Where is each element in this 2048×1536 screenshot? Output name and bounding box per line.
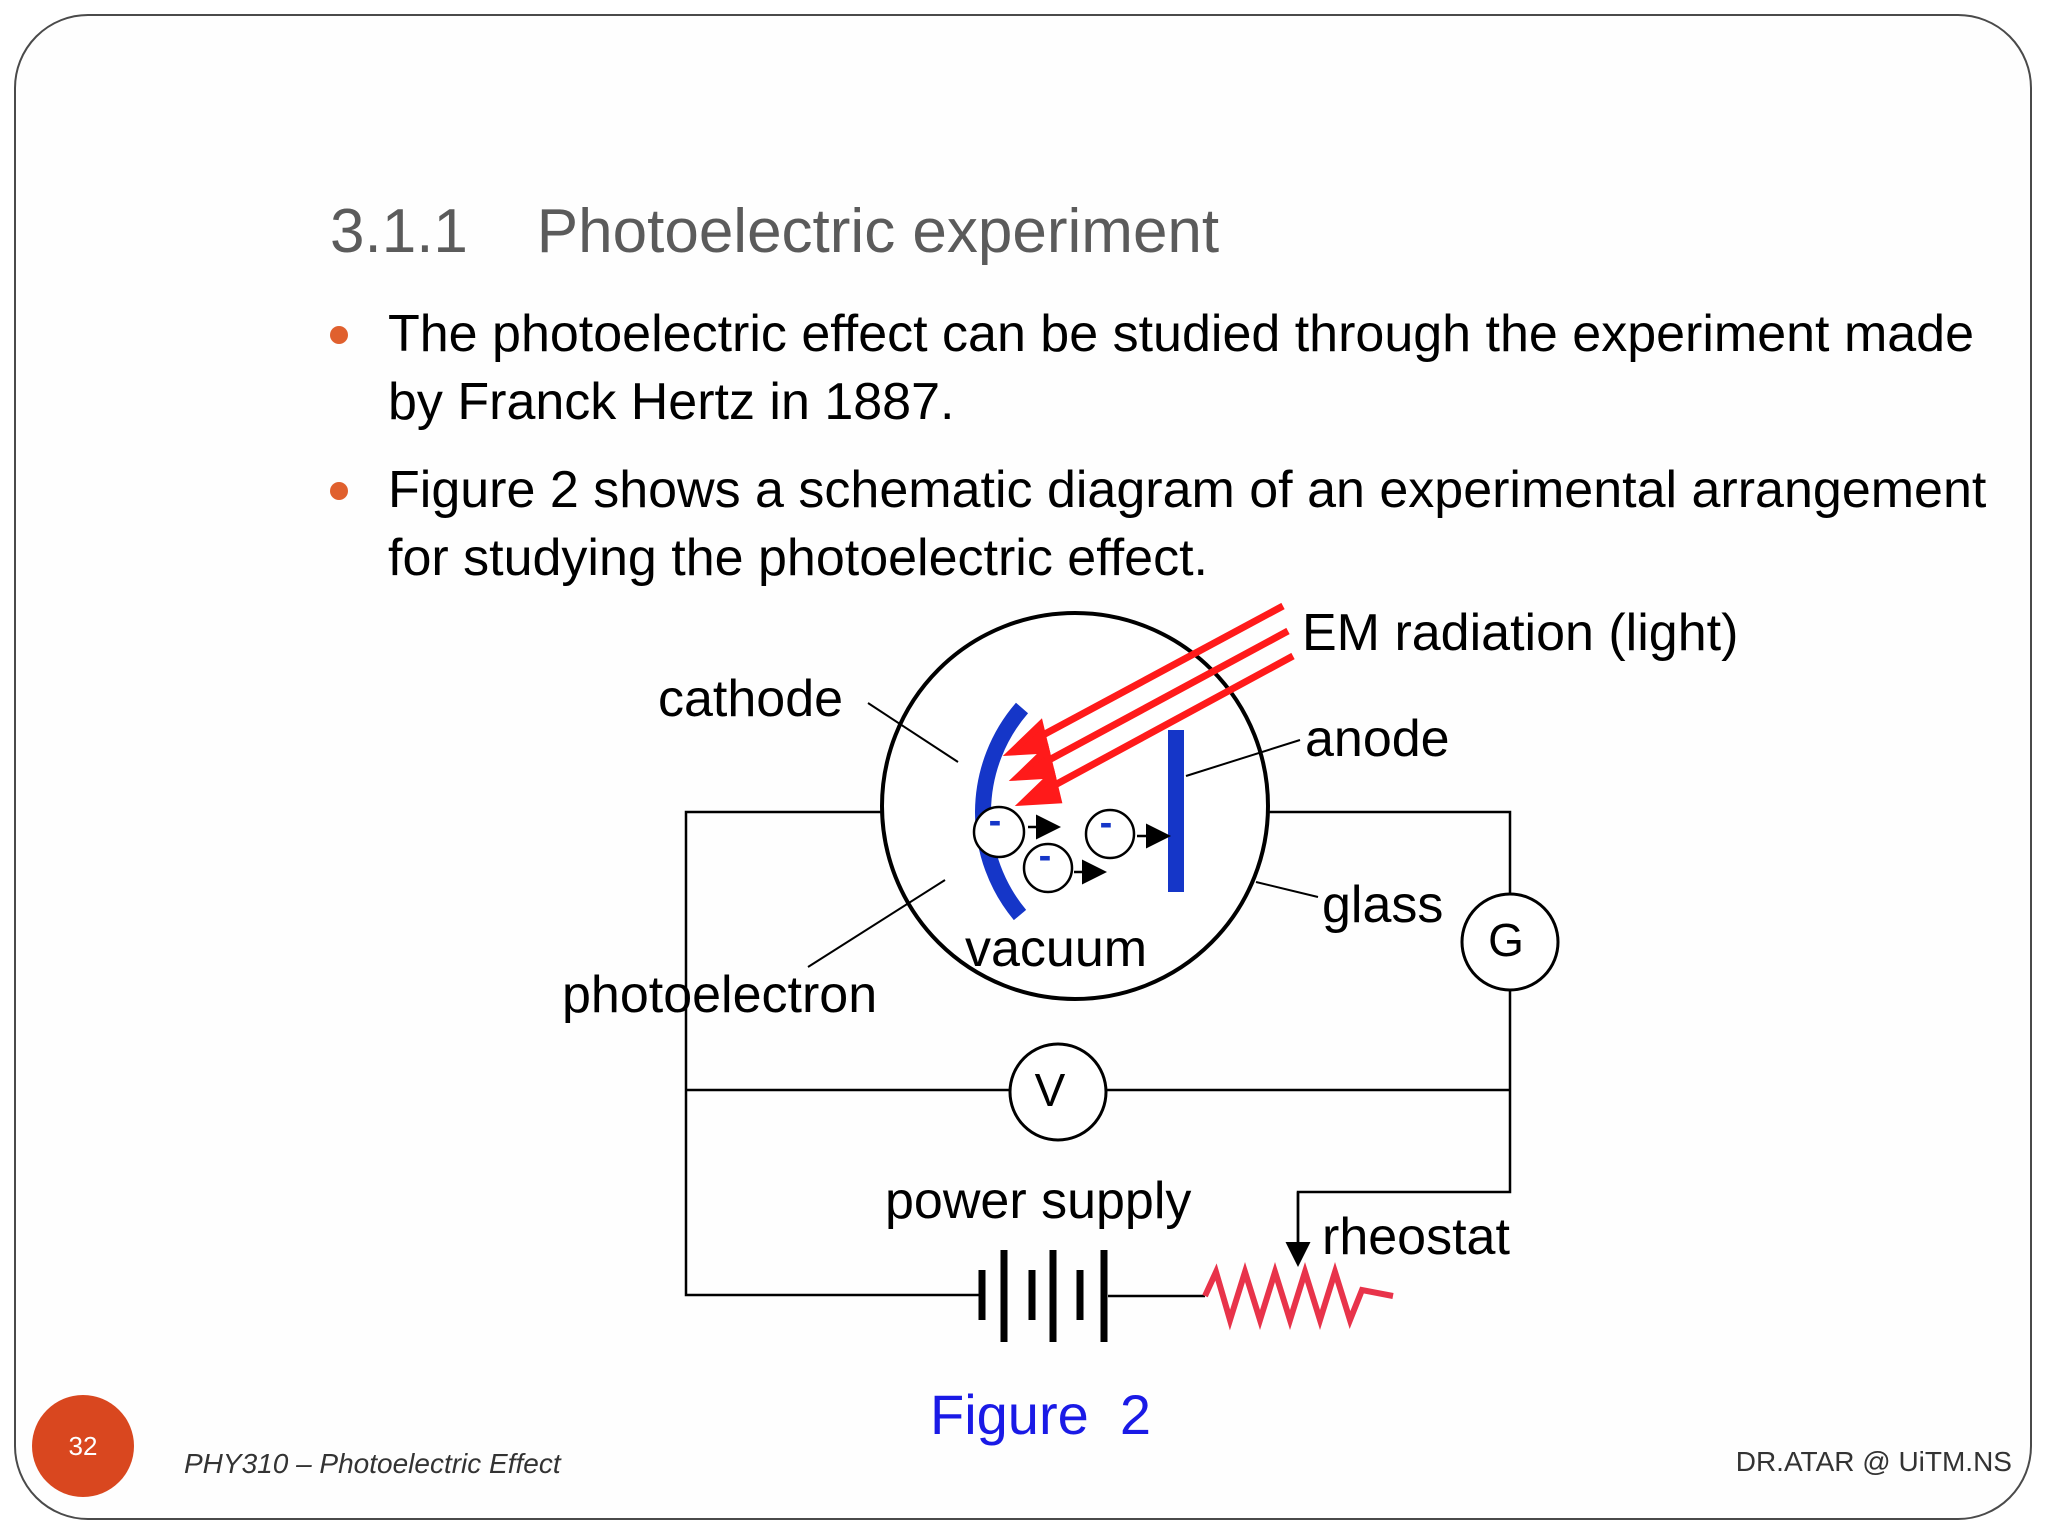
slide-title: 3.1.1 Photoelectric experiment <box>330 197 1220 266</box>
label-leaders <box>807 702 1319 968</box>
bullet-item: Figure 2 shows a schematic diagram of an… <box>330 456 2010 592</box>
rheostat-resistor <box>1202 1261 1394 1331</box>
photoelectron-circle <box>972 805 1026 859</box>
bullet-item: The photoelectric effect can be studied … <box>330 300 2010 436</box>
label-cathode: cathode <box>658 670 843 728</box>
label-anode: anode <box>1305 710 1450 768</box>
figure-caption: Figure 2 <box>930 1383 1151 1446</box>
electron-sign: - <box>1100 802 1113 844</box>
label-photoelectron: photoelectron <box>562 966 877 1024</box>
battery <box>978 1250 1108 1342</box>
electron-sign: - <box>1039 835 1052 877</box>
cathode-electrode <box>975 702 1029 921</box>
label-rheostat: rheostat <box>1322 1208 1510 1266</box>
photoelectron-circle <box>1084 808 1136 860</box>
light-rays <box>1002 602 1295 807</box>
glass-bulb <box>880 611 1270 1001</box>
voltmeter-label: V <box>1035 1064 1066 1116</box>
label-em-radiation: EM radiation (light) <box>1302 604 1738 662</box>
label-power-supply: power supply <box>885 1172 1191 1230</box>
electron-sign: - <box>989 800 1002 842</box>
footer-author: DR.ATAR @ UiTM.NS <box>1735 1446 2012 1477</box>
footer-course: PHY310 – Photoelectric Effect <box>184 1448 561 1479</box>
galvanometer-label: G <box>1488 914 1524 966</box>
circuit-wires <box>684 810 1512 1298</box>
voltmeter <box>1008 1042 1108 1142</box>
bullet-list: The photoelectric effect can be studied … <box>330 300 2010 612</box>
photoelectrons: - - - <box>972 800 1171 894</box>
page-number: 32 <box>68 1430 98 1461</box>
anode-plate <box>1168 730 1184 892</box>
bullet-dot-icon <box>330 482 348 500</box>
bullet-text: The photoelectric effect can be studied … <box>388 305 1975 431</box>
bullet-text: Figure 2 shows a schematic diagram of an… <box>388 461 1987 587</box>
wire-top-left <box>684 810 982 1297</box>
label-vacuum: vacuum <box>965 920 1147 978</box>
label-glass: glass <box>1322 876 1443 934</box>
galvanometer <box>1460 892 1560 992</box>
photoelectron-circle <box>1022 842 1074 894</box>
page-number-badge: 32 <box>32 1395 134 1497</box>
diagram-labels: EM radiation (light) cathode anode glass… <box>562 604 1738 1266</box>
wire-top-right <box>1208 810 1512 893</box>
bullet-dot-icon <box>330 326 348 344</box>
